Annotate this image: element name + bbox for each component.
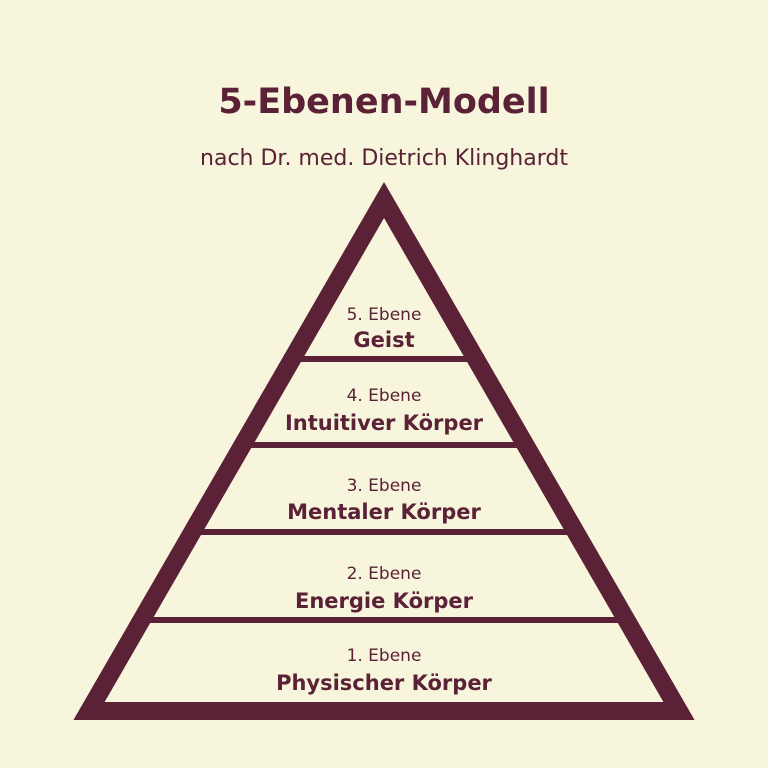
level-number: 3. Ebene: [347, 476, 422, 496]
level-number: 2. Ebene: [347, 564, 422, 584]
level-name: Energie Körper: [295, 589, 474, 613]
pyramid-level-3: 3. Ebene Mentaler Körper: [287, 476, 481, 524]
level-name: Physischer Körper: [276, 671, 492, 695]
level-number: 5. Ebene: [347, 305, 422, 325]
level-name: Geist: [353, 328, 414, 352]
level-name: Mentaler Körper: [287, 500, 481, 524]
level-number: 4. Ebene: [347, 386, 422, 406]
pyramid-level-1: 1. Ebene Physischer Körper: [276, 646, 492, 695]
diagram-title: 5-Ebenen-Modell: [218, 82, 550, 122]
pyramid-outline: [73, 181, 695, 720]
pyramid-level-4: 4. Ebene Intuitiver Körper: [285, 386, 484, 435]
diagram-subtitle: nach Dr. med. Dietrich Klinghardt: [200, 146, 568, 171]
pyramid-level-2: 2. Ebene Energie Körper: [295, 564, 474, 613]
pyramid-level-5: 5. Ebene Geist: [347, 305, 422, 352]
level-number: 1. Ebene: [347, 646, 422, 666]
level-name: Intuitiver Körper: [285, 411, 484, 435]
